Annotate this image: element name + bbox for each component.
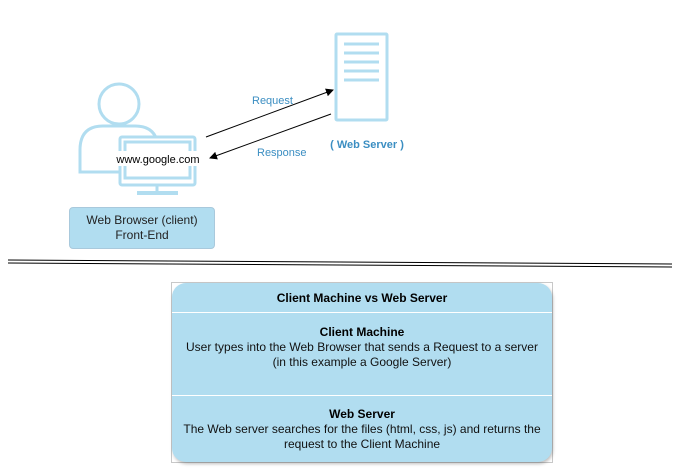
web-server-section: Web Server The Web server searches for t… (172, 396, 552, 452)
request-arrow (205, 88, 334, 138)
comparison-panel: Client Machine vs Web Server Client Mach… (171, 282, 553, 463)
client-machine-text-1: User types into the Web Browser that sen… (186, 340, 538, 354)
separator-line (7, 259, 673, 268)
url-bar (107, 151, 208, 166)
web-server-heading: Web Server (329, 407, 395, 421)
web-server-text-2: request to the Client Machine (283, 437, 441, 451)
client-caption-line-1: Web Browser (client) (86, 213, 198, 227)
client-machine-text-2: (in this example a Google Server) (272, 355, 452, 369)
client-caption-box: Web Browser (client) Front-End (69, 207, 215, 249)
client-machine-heading: Client Machine (319, 325, 405, 339)
request-label: Request (252, 95, 293, 107)
panel-title: Client Machine vs Web Server (172, 283, 552, 313)
response-label: Response (257, 147, 307, 159)
comparison-panel-body: Client Machine vs Web Server Client Mach… (172, 283, 552, 462)
web-server-text-1: The Web server searches for the files (h… (183, 422, 541, 436)
client-machine-section: Client Machine User types into the Web B… (172, 313, 552, 396)
response-arrow (209, 113, 332, 160)
client-caption-line-2: Front-End (115, 228, 169, 242)
server-icon (334, 32, 389, 122)
url-text: www.google.com (115, 154, 199, 166)
server-label: ( Web Server ) (330, 139, 404, 151)
